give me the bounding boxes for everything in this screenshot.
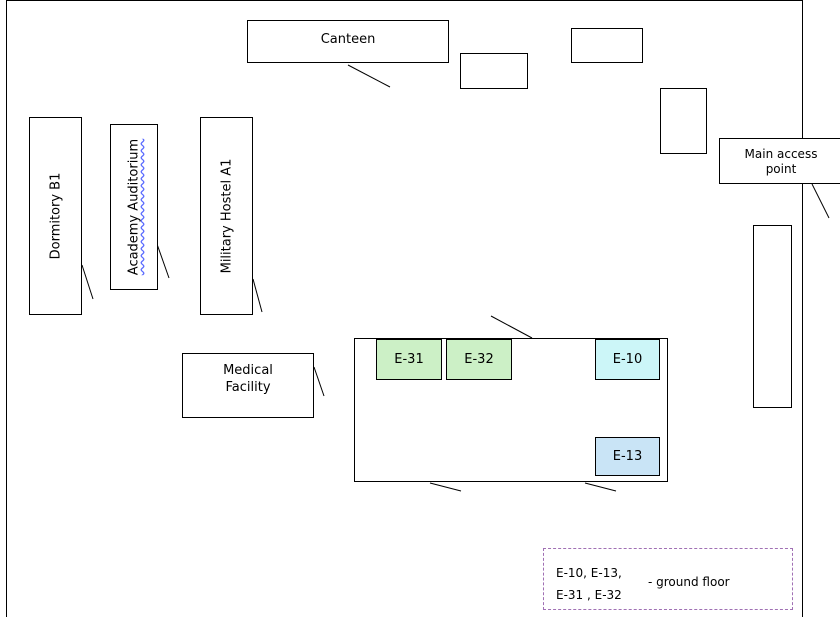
auditorium-building: Academy Auditorium — [110, 124, 158, 290]
legend-rooms-line2: E-31 , E-32 — [556, 588, 622, 602]
main-access-label-line1: Main access — [744, 147, 818, 161]
boundary-right-upper — [802, 0, 803, 145]
room-e13-label: E-13 — [612, 449, 643, 464]
main-access-label-line2: point — [765, 162, 797, 176]
room-e31-label: E-31 — [394, 352, 424, 367]
auditorium-label: Academy Auditorium — [126, 138, 142, 276]
unlabeled-building-3 — [660, 88, 707, 154]
unlabeled-building-4 — [753, 225, 792, 408]
room-e32-label: E-32 — [464, 352, 494, 367]
hostel-building: Military Hostel A1 — [200, 117, 253, 315]
legend-note: - ground floor — [648, 575, 730, 589]
hostel-label: Military Hostel A1 — [219, 158, 234, 274]
legend-box: E-10, E-13, E-31 , E-32 - ground floor — [543, 548, 793, 610]
legend-rooms-line1: E-10, E-13, — [556, 566, 622, 580]
dormitory-label: Dormitory B1 — [48, 172, 63, 260]
room-e31: E-31 — [376, 339, 442, 380]
medical-label-line1: Medical — [223, 363, 273, 378]
unlabeled-building-2 — [571, 28, 643, 63]
canteen-building: Canteen — [247, 20, 449, 63]
room-e10-label: E-10 — [612, 352, 643, 367]
room-e10: E-10 — [595, 339, 660, 380]
room-e13: E-13 — [595, 437, 660, 476]
medical-label-line2: Facility — [225, 380, 271, 395]
dormitory-building: Dormitory B1 — [29, 117, 82, 315]
boundary-top — [6, 0, 803, 1]
boundary-right-lower — [802, 183, 803, 617]
medical-facility-building: Medical Facility — [182, 353, 314, 418]
boundary-left — [6, 0, 7, 617]
canteen-label: Canteen — [320, 32, 376, 47]
room-e32: E-32 — [446, 339, 512, 380]
unlabeled-building-1 — [460, 53, 528, 89]
main-access-point: Main access point — [719, 138, 840, 184]
